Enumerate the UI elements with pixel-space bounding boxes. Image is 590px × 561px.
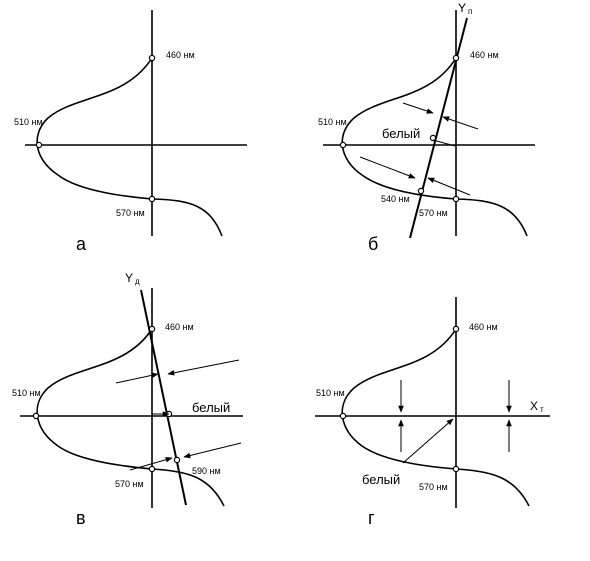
panel-b-white-label: белый <box>382 126 420 141</box>
panel-v-arrow-3 <box>129 457 173 471</box>
panel-v-label-460: 460 нм <box>165 322 194 332</box>
panel-g-point-460 <box>452 325 460 333</box>
panel-g-point-510 <box>339 412 347 420</box>
panel-v-label-590: 590 нм <box>192 466 221 476</box>
panel-v-point-510 <box>32 412 40 420</box>
panel-b-axis-sub: п <box>468 7 472 16</box>
panel-g-label-570: 570 нм <box>419 482 448 492</box>
panel-v-point-570 <box>148 465 156 473</box>
panel-b-yp-line <box>409 17 468 239</box>
panel-v-label-510: 510 нм <box>12 388 41 398</box>
panel-g-label-510: 510 нм <box>316 388 345 398</box>
panel-b-point-510 <box>339 141 347 149</box>
panel-v-yd-line <box>140 289 187 506</box>
panel-g-axis-sub: т <box>540 405 544 414</box>
panel-g: X т 460 нм 510 нм белый 570 нм г <box>315 297 550 528</box>
panel-b-point-540 <box>417 187 425 195</box>
panel-g-white-pointer <box>402 418 454 464</box>
panel-b: Y п 460 нм 510 нм белый 540 нм 570 нм б <box>318 1 535 254</box>
panel-g-white-label: белый <box>362 472 400 487</box>
panel-a-point-460 <box>148 54 156 62</box>
panel-b-point-white <box>429 134 437 142</box>
panel-v-axis-label: Y <box>125 271 133 285</box>
panel-b-label-540: 540 нм <box>381 194 410 204</box>
panel-b-point-570 <box>452 195 460 203</box>
panel-v-letter: в <box>76 508 86 528</box>
panel-v-point-460 <box>148 325 156 333</box>
panel-g-spectrum-locus <box>341 328 530 507</box>
panel-v-arrow-1 <box>115 372 159 384</box>
panel-b-letter: б <box>368 234 378 254</box>
panel-a-spectrum-locus <box>36 57 223 237</box>
panel-b-label-510: 510 нм <box>318 117 347 127</box>
panel-v-point-590 <box>173 456 181 464</box>
panel-g-point-570 <box>452 465 460 473</box>
panel-v-axis-sub: д <box>135 277 140 286</box>
panel-b-point-460 <box>452 54 460 62</box>
panel-g-axis-label: X <box>530 399 538 413</box>
panel-b-arrow-3 <box>359 156 416 179</box>
panel-g-label-460: 460 нм <box>469 322 498 332</box>
panel-b-label-570: 570 нм <box>419 208 448 218</box>
panel-v-arrow-4 <box>183 442 242 459</box>
panel-a-point-570 <box>148 195 156 203</box>
panel-b-arrow-4 <box>427 177 471 196</box>
panel-g-letter: г <box>368 508 375 528</box>
panel-a-point-510 <box>35 141 43 149</box>
panel-b-white-pointer <box>432 139 456 147</box>
panel-a-letter: а <box>76 234 87 254</box>
panel-v-label-570: 570 нм <box>115 479 144 489</box>
panel-b-arrow-1 <box>402 102 434 114</box>
panel-a-label-570: 570 нм <box>116 208 145 218</box>
panel-b-arrow-2 <box>442 116 479 130</box>
panel-b-axis-label: Y <box>458 1 466 15</box>
panel-b-label-460: 460 нм <box>470 50 499 60</box>
panel-v: Y д 460 нм 510 нм белый 590 нм 570 нм в <box>12 271 243 528</box>
panel-v-white-label: белый <box>192 400 230 415</box>
panel-a-label-460: 460 нм <box>166 50 195 60</box>
panel-a: 460 нм 510 нм 570 нм а <box>14 10 247 254</box>
panel-b-spectrum-locus <box>341 57 528 237</box>
panel-v-arrow-2 <box>167 359 240 376</box>
panel-a-label-510: 510 нм <box>14 117 43 127</box>
